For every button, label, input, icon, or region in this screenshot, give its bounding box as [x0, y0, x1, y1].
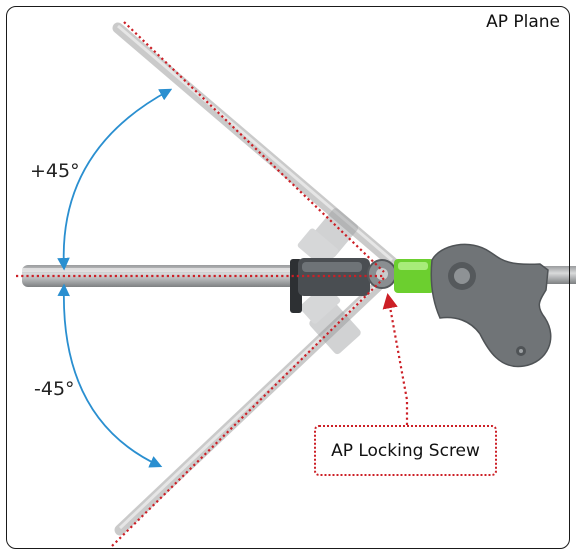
lower-reference-line	[111, 277, 385, 547]
lower-angle-arc	[57, 283, 163, 468]
angle-arcs	[57, 88, 173, 468]
upper-rod	[112, 22, 398, 268]
reference-lines	[16, 21, 385, 547]
upper-angle-label: +45°	[30, 160, 80, 182]
upper-angle-arc	[57, 88, 173, 271]
locking-screw-callout: AP Locking Screw	[314, 425, 497, 476]
plane-title: AP Plane	[486, 12, 560, 32]
callout-leader	[382, 292, 409, 425]
upper-clamp-ghost	[297, 208, 359, 268]
lower-angle-label: -45°	[34, 378, 75, 400]
lower-rod	[114, 274, 390, 536]
